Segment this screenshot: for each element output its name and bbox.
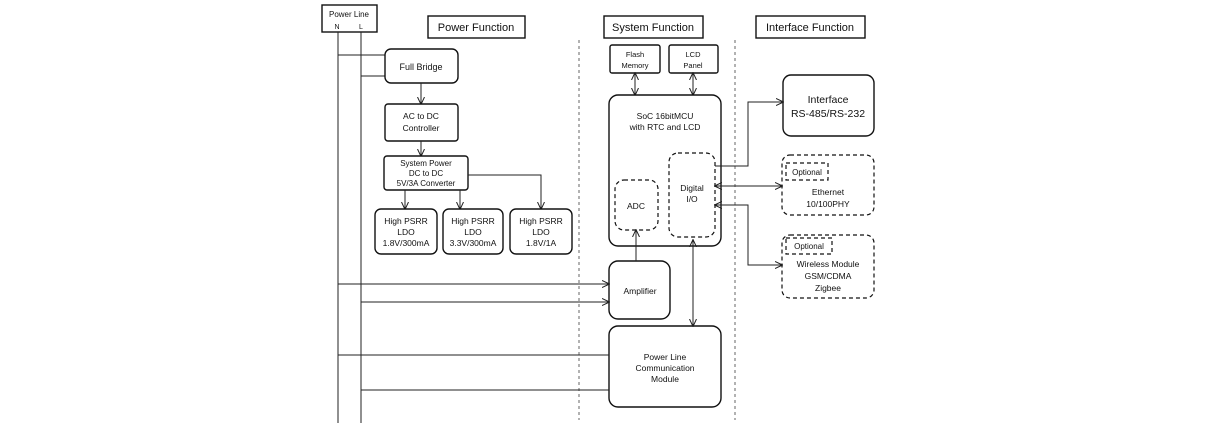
full-bridge-block: Full Bridge [384, 48, 459, 84]
arrow-dio-wireless [715, 205, 782, 265]
system-power-line-3: 5V/3A Converter [397, 179, 456, 188]
svg-text:Interface: Interface [808, 94, 849, 106]
svg-text:10/100PHY: 10/100PHY [806, 199, 850, 209]
svg-text:Power Line: Power Line [644, 352, 687, 362]
power-line-label: Power Line [329, 10, 370, 19]
svg-text:Digital: Digital [680, 183, 704, 193]
wireless-module-block: Optional Wireless Module GSM/CDMA Zigbee [781, 234, 875, 299]
arrow-systempower-ldo3 [468, 174, 541, 209]
power-line-label-box: Power Line N L [321, 4, 378, 33]
plc-module-block: Power Line Communication Module [608, 325, 722, 408]
svg-text:LDO: LDO [397, 227, 415, 237]
svg-text:LCD: LCD [685, 50, 701, 59]
svg-text:Flash: Flash [626, 50, 644, 59]
soc-line-1: SoC 16bitMCU [637, 111, 694, 121]
svg-text:System Function: System Function [612, 22, 694, 34]
svg-text:Module: Module [651, 374, 679, 384]
flash-memory-block: Flash Memory [609, 44, 661, 74]
arrow-dio-interface [715, 102, 783, 167]
ethernet-optional-tag: Optional [792, 168, 822, 177]
svg-text:ADC: ADC [627, 201, 645, 211]
svg-text:Memory: Memory [621, 61, 648, 70]
svg-text:Ethernet: Ethernet [812, 187, 845, 197]
system-power-block: System Power DC to DC 5V/3A Converter [383, 155, 469, 191]
svg-text:GSM/CDMA: GSM/CDMA [805, 271, 852, 281]
svg-text:3.3V/300mA: 3.3V/300mA [450, 238, 497, 248]
soc-mcu-block: SoC 16bitMCU with RTC and LCD [608, 94, 722, 247]
ac-dc-controller-block: AC to DC Controller [384, 103, 459, 142]
svg-text:High PSRR: High PSRR [519, 216, 562, 226]
ac-dc-line-1: AC to DC [403, 111, 439, 121]
system-power-line-2: DC to DC [409, 169, 443, 178]
ldo-1-8v-300ma-block: High PSRR LDO 1.8V/300mA [374, 208, 438, 255]
svg-text:Panel: Panel [683, 61, 703, 70]
ethernet-block: Optional Ethernet 10/100PHY [781, 154, 875, 216]
svg-text:Zigbee: Zigbee [815, 283, 841, 293]
svg-text:Amplifier: Amplifier [623, 286, 656, 296]
heading-system-function: System Function [603, 15, 704, 39]
power-line-l-label: L [359, 24, 363, 31]
svg-text:LDO: LDO [464, 227, 482, 237]
wireless-optional-tag: Optional [794, 242, 824, 251]
adc-block: ADC [614, 179, 659, 231]
svg-text:Communication: Communication [635, 363, 694, 373]
power-line-n-label: N [334, 24, 339, 31]
ldo-3-3v-300ma-block: High PSRR LDO 3.3V/300mA [442, 208, 504, 255]
heading-power-function: Power Function [427, 15, 526, 39]
svg-text:LDO: LDO [532, 227, 550, 237]
soc-line-2: with RTC and LCD [629, 122, 701, 132]
heading-interface-function: Interface Function [755, 15, 866, 39]
svg-text:Interface Function: Interface Function [766, 22, 854, 34]
svg-text:Full Bridge: Full Bridge [399, 62, 442, 72]
svg-text:1.8V/300mA: 1.8V/300mA [383, 238, 430, 248]
lcd-panel-block: LCD Panel [668, 44, 719, 74]
amplifier-block: Amplifier [608, 260, 671, 320]
interface-rs485-rs232-block: Interface RS-485/RS-232 [782, 74, 875, 137]
ldo-1-8v-1a-block: High PSRR LDO 1.8V/1A [509, 208, 573, 255]
svg-text:I/O: I/O [686, 194, 698, 204]
svg-text:High PSRR: High PSRR [451, 216, 494, 226]
svg-text:Power Function: Power Function [438, 22, 514, 34]
svg-text:1.8V/1A: 1.8V/1A [526, 238, 557, 248]
svg-text:RS-485/RS-232: RS-485/RS-232 [791, 108, 865, 120]
digital-io-block: Digital I/O [668, 152, 716, 238]
svg-text:High PSRR: High PSRR [384, 216, 427, 226]
ac-dc-line-2: Controller [403, 123, 440, 133]
system-power-line-1: System Power [400, 159, 452, 168]
svg-text:Wireless Module: Wireless Module [797, 259, 860, 269]
